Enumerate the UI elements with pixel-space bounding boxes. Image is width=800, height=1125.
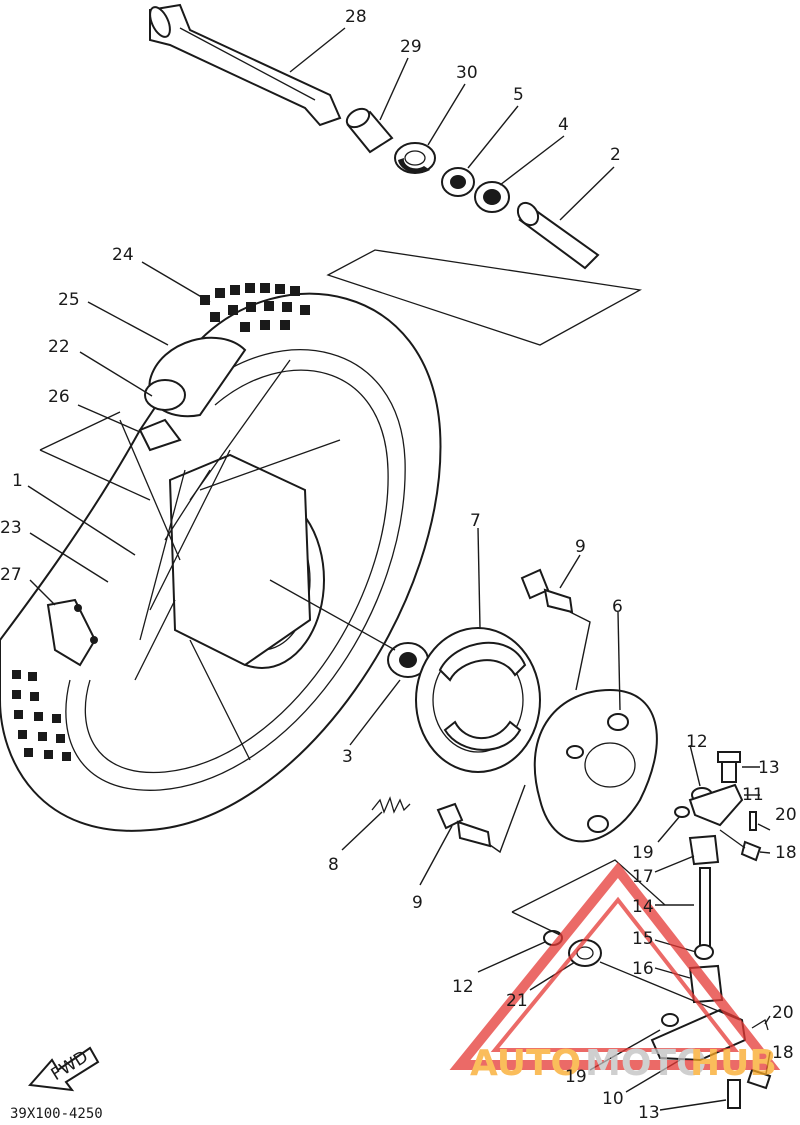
bolt-part-13-bottom bbox=[727, 1079, 741, 1109]
fwd-arrow-icon: FWD bbox=[27, 1046, 100, 1092]
bearing-part-4 bbox=[474, 181, 510, 213]
pin-part-18-bottom bbox=[746, 1068, 772, 1090]
callout-10: 10 bbox=[602, 1089, 624, 1109]
callout-17: 17 bbox=[632, 867, 654, 887]
collar-part-29 bbox=[345, 107, 394, 154]
callout-9-bottom: 9 bbox=[412, 893, 423, 913]
leader-lines bbox=[27, 27, 771, 1111]
brake-shoe-part-7 bbox=[415, 627, 541, 773]
wheel-assembly bbox=[0, 283, 442, 832]
callout-19-top: 19 bbox=[632, 843, 654, 863]
cam-shaft-part-9-bottom bbox=[436, 802, 492, 848]
cam-shaft-part-9-top bbox=[520, 568, 574, 614]
callout-6: 6 bbox=[612, 597, 623, 617]
pin-part-20-top bbox=[749, 811, 757, 831]
washer-part-19-bottom bbox=[661, 1013, 679, 1027]
callout-28: 28 bbox=[345, 7, 367, 27]
callout-21: 21 bbox=[506, 991, 528, 1011]
callout-24: 24 bbox=[112, 245, 134, 265]
callout-27: 27 bbox=[0, 565, 22, 585]
callout-25: 25 bbox=[58, 290, 80, 310]
callout-30: 30 bbox=[456, 63, 478, 83]
oil-seal-part-30 bbox=[394, 142, 436, 174]
bolt-part-13-top bbox=[717, 751, 741, 783]
callout-16: 16 bbox=[632, 959, 654, 979]
tube-part-25 bbox=[144, 336, 247, 418]
spokes bbox=[119, 359, 341, 761]
callout-13-top: 13 bbox=[758, 758, 780, 778]
callout-13-bottom: 13 bbox=[638, 1103, 660, 1123]
brake-plate-part-6 bbox=[533, 688, 658, 843]
callout-20-top: 20 bbox=[775, 805, 797, 825]
callout-4: 4 bbox=[558, 115, 569, 135]
bearing-3-axis bbox=[269, 579, 396, 651]
pin-part-18-top bbox=[719, 829, 762, 862]
callout-12-top: 12 bbox=[686, 732, 708, 752]
plate-bracket bbox=[569, 611, 591, 691]
nut-part-15 bbox=[694, 944, 714, 960]
axle-part-28 bbox=[149, 3, 342, 127]
callout-22: 22 bbox=[48, 337, 70, 357]
callout-20-bottom: 20 bbox=[772, 1003, 794, 1023]
washer-part-19-top bbox=[674, 806, 690, 818]
joint-part-17 bbox=[688, 834, 720, 866]
cam-bracket bbox=[489, 784, 526, 854]
callout-5: 5 bbox=[513, 85, 524, 105]
callout-19-bottom: 19 bbox=[565, 1067, 587, 1087]
link-bracket bbox=[511, 859, 741, 1021]
callout-12-bottom: 12 bbox=[452, 977, 474, 997]
tire-tread bbox=[12, 283, 310, 761]
callout-labels: 28 29 30 5 4 2 24 25 22 26 1 23 27 7 9 6 3 8 9 12 13 11 19 20 18… bbox=[0, 7, 797, 1123]
watermark-text-hub: HUB bbox=[690, 1043, 777, 1084]
callout-29: 29 bbox=[400, 37, 422, 57]
watermark-logo: AUTO MOTO HUB bbox=[449, 861, 781, 1084]
gear-unit-part-27 bbox=[46, 598, 98, 667]
callout-11: 11 bbox=[742, 785, 764, 805]
tube-assembly-leader bbox=[39, 411, 151, 501]
pin-part-20-bottom bbox=[751, 1019, 769, 1031]
callout-8: 8 bbox=[328, 855, 339, 875]
watermark-triangle-icon bbox=[449, 861, 781, 1070]
callout-9-top: 9 bbox=[575, 537, 586, 557]
callout-18-bottom: 18 bbox=[772, 1043, 794, 1063]
callout-18-top: 18 bbox=[775, 843, 797, 863]
flap-part-26 bbox=[138, 418, 182, 452]
spacer-part-2 bbox=[516, 201, 600, 270]
diagram-code: 39X100-4250 bbox=[10, 1106, 103, 1122]
rod-part-14 bbox=[699, 867, 711, 949]
callout-2: 2 bbox=[610, 145, 621, 165]
bearing-part-5 bbox=[441, 167, 475, 197]
spring-part-8 bbox=[371, 796, 411, 814]
axle-assembly-leader bbox=[326, 249, 642, 346]
callout-23: 23 bbox=[0, 518, 22, 538]
watermark-text-auto: AUTO bbox=[470, 1043, 581, 1084]
callout-26: 26 bbox=[48, 387, 70, 407]
callout-1: 1 bbox=[12, 471, 23, 491]
callout-14: 14 bbox=[632, 897, 654, 917]
seal-part-21 bbox=[568, 939, 602, 967]
callout-3: 3 bbox=[342, 747, 353, 767]
callout-15: 15 bbox=[632, 929, 654, 949]
watermark-text-moto: MOTO bbox=[585, 1043, 707, 1084]
callout-7: 7 bbox=[470, 511, 481, 531]
lever-part-11 bbox=[688, 783, 744, 827]
